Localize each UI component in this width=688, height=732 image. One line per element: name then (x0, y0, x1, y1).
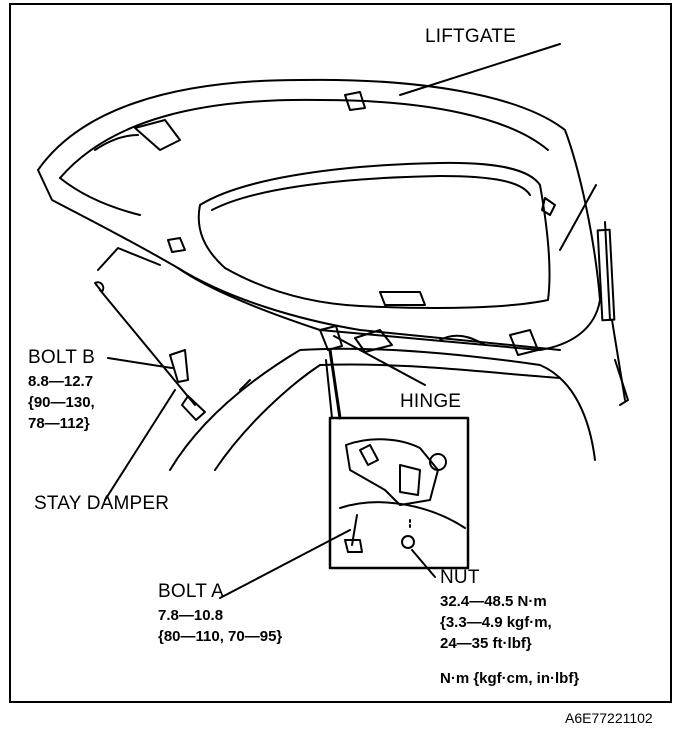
liftgate-label: LIFTGATE (425, 26, 516, 47)
hinge-detail-box (328, 416, 470, 570)
bolt-a-label: BOLT A (158, 581, 224, 602)
bolt-b-torque-line-3: 78—112} (28, 415, 90, 432)
nut-label: NUT (440, 567, 480, 588)
unit-note: N·m {kgf·cm, in·lbf} (440, 670, 580, 687)
nut-callout: NUT 32.4—48.5 N·m {3.3—4.9 kgf·m, 24—35 … (440, 568, 552, 654)
diagram-frame (9, 3, 672, 703)
bolt-b-torque-line-2: {90—130, (28, 394, 95, 411)
figure-code: A6E77221102 (565, 710, 653, 726)
left-stay-damper (99, 289, 196, 406)
bolt-b-callout: BOLT B 8.8—12.7 {90—130, 78—112} (28, 348, 95, 434)
right-stay-damper (604, 221, 626, 401)
bolt-b-torque-line-1: 8.8—12.7 (28, 373, 94, 390)
bolt-a-callout: BOLT A 7.8—10.8 {80—110, 70—95} (158, 582, 282, 647)
bolt-a-torque-line-2: {80—110, 70—95} (158, 628, 283, 645)
liftgate-outline (37, 78, 601, 351)
bolt-b-label: BOLT B (28, 347, 96, 368)
body-opening (169, 347, 596, 471)
nut-torque-line-3: 24—35 ft·lbf} (440, 635, 532, 652)
nut-torque-line-1: 32.4—48.5 N·m (440, 593, 547, 610)
stay-damper-label: STAY DAMPER (34, 493, 170, 514)
bolt-a-torque-line-1: 7.8—10.8 (158, 607, 224, 624)
hinge-label: HINGE (400, 391, 462, 412)
rear-window (197, 161, 551, 309)
liftgate-lower-edge (177, 267, 561, 351)
nut-torque-line-2: {3.3—4.9 kgf·m, (440, 614, 552, 631)
liftgate-inner-edge (59, 98, 549, 179)
